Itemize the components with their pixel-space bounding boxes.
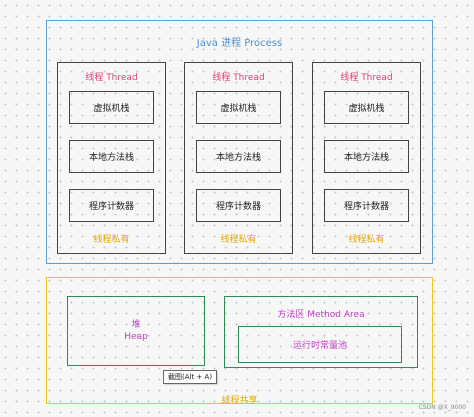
thread-title-3: 线程 Thread: [340, 73, 393, 83]
jvm-stack-3: 虚拟机栈: [324, 91, 409, 124]
jvm-stack-2: 虚拟机栈: [196, 91, 281, 124]
thread-box-3: [312, 62, 421, 254]
thread-box-1: [57, 62, 166, 254]
program-counter-3: 程序计数器: [324, 189, 409, 222]
thread-private-label-1: 线程私有: [93, 235, 130, 245]
native-method-stack-1: 本地方法栈: [69, 140, 154, 173]
thread-private-label-3: 线程私有: [348, 235, 385, 245]
thread-title-1: 线程 Thread: [85, 73, 138, 83]
thread-shared-label: 线程共享: [221, 396, 258, 406]
heap-label-cn: 堆: [131, 320, 141, 330]
program-counter-1: 程序计数器: [69, 189, 154, 222]
heap-box: [67, 296, 205, 366]
thread-private-label-2: 线程私有: [220, 235, 257, 245]
runtime-constant-pool: 运行时常量池: [238, 326, 402, 363]
method-area-title: 方法区 Method Area: [277, 310, 365, 320]
shared-area-box: [46, 277, 433, 404]
jvm-stack-1: 虚拟机栈: [69, 91, 154, 124]
native-method-stack-3: 本地方法栈: [324, 140, 409, 173]
screenshot-tooltip: 截图(Alt + A): [163, 370, 218, 384]
thread-title-2: 线程 Thread: [212, 73, 265, 83]
method-area-box: [224, 296, 418, 368]
heap-label-en: Heap: [124, 332, 148, 342]
native-method-stack-2: 本地方法栈: [196, 140, 281, 173]
process-title: Java 进程 Process: [196, 38, 283, 49]
csdn-watermark: CSDN @X_9000: [418, 404, 466, 411]
process-box: [46, 20, 433, 264]
thread-box-2: [184, 62, 293, 254]
program-counter-2: 程序计数器: [196, 189, 281, 222]
